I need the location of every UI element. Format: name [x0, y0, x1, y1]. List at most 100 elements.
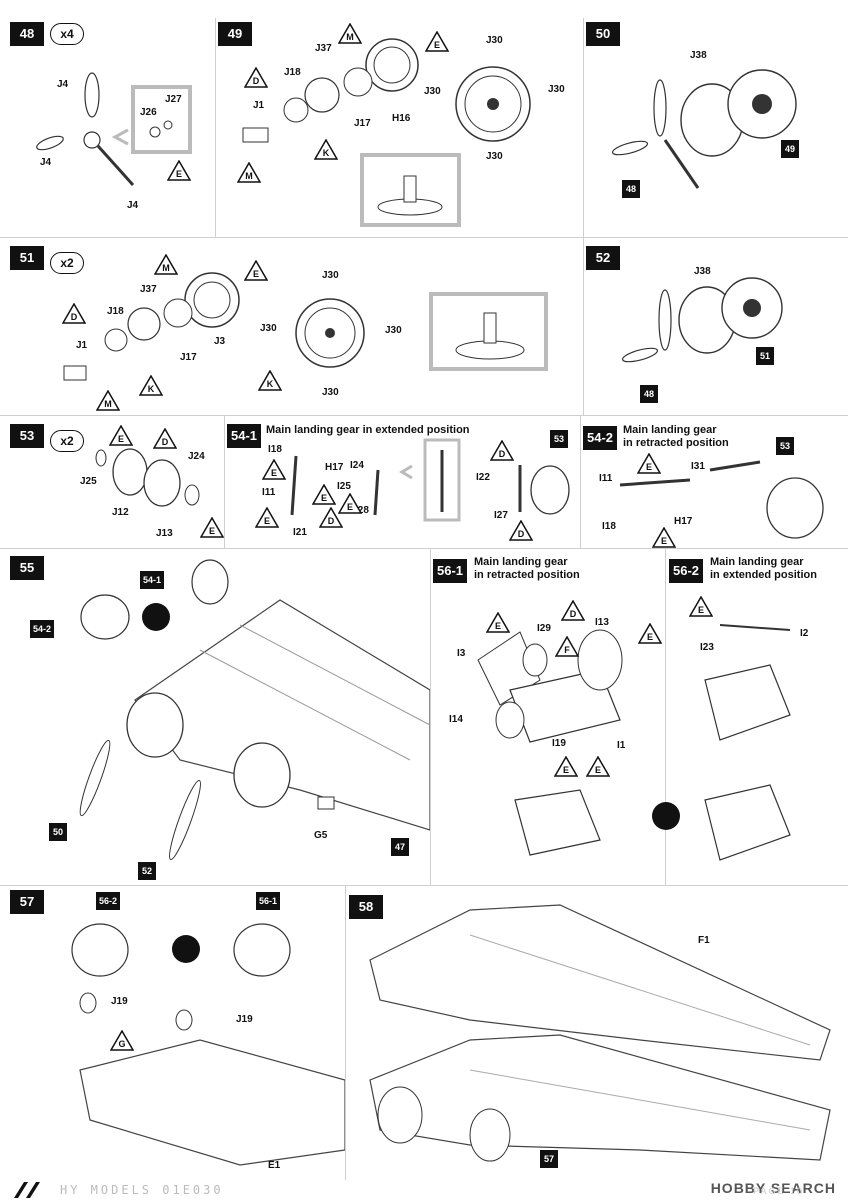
- quantity-badge: x2: [50, 430, 84, 452]
- part-label: I13: [595, 617, 609, 628]
- part-label: I23: [700, 642, 714, 653]
- part-label: I2: [800, 628, 809, 639]
- step-number: 50: [586, 22, 620, 46]
- part-label: J30: [486, 35, 503, 46]
- step-reference: 49: [781, 140, 799, 158]
- part-label: I24: [350, 460, 364, 471]
- divider: [0, 885, 848, 886]
- paint-color-tag: D: [243, 66, 269, 88]
- step-reference: 50: [49, 823, 67, 841]
- paint-color-tag: E: [243, 259, 269, 281]
- step-title-line: Main landing gear: [623, 424, 717, 436]
- step-reference: 48: [622, 180, 640, 198]
- alternative-option-icon: [652, 802, 680, 830]
- divider: [583, 238, 584, 415]
- paint-color-tag: E: [337, 492, 363, 514]
- part-label: J4: [127, 200, 139, 211]
- step-title-line: in extended position: [710, 569, 817, 581]
- paint-color-tag: M: [236, 161, 262, 183]
- divider: [215, 18, 216, 237]
- step-reference: 48: [640, 385, 658, 403]
- product-code: HY MODELS 01E030: [60, 1183, 224, 1197]
- paint-color-tag: D: [318, 506, 344, 528]
- paint-color-tag: E: [585, 755, 611, 777]
- page-number: PAGE 10: [753, 1186, 804, 1196]
- part-label: J18: [107, 306, 124, 317]
- step-number: 53: [10, 424, 44, 448]
- part-label: I14: [449, 714, 463, 725]
- part-label: I19: [552, 738, 566, 749]
- part-label: I31: [691, 461, 705, 472]
- step-reference: 54-2: [30, 620, 55, 638]
- step-number: 51: [10, 246, 44, 270]
- part-label: J13: [156, 528, 173, 539]
- paint-color-tag: F: [554, 635, 580, 657]
- step-number: 48: [10, 22, 44, 46]
- divider: [583, 18, 584, 237]
- step-reference: 56-2: [96, 892, 121, 910]
- step-title-line: in retracted position: [474, 569, 580, 581]
- paint-color-tag: E: [485, 611, 511, 633]
- part-label: E1: [268, 1160, 281, 1171]
- part-label: J37: [315, 43, 332, 54]
- step-title-line: Main landing gear: [474, 556, 568, 568]
- divider: [345, 886, 346, 1180]
- brand-logo-icon: [14, 1182, 40, 1198]
- paint-color-tag: K: [313, 138, 339, 160]
- part-label: J27: [165, 94, 182, 105]
- part-label: J30: [322, 387, 339, 398]
- page-footer: HY MODELS 01E030 HOBBY SEARCH PAGE 10: [0, 1180, 848, 1200]
- part-label: J30: [260, 323, 277, 334]
- step-number: 54-2: [583, 426, 618, 450]
- paint-color-tag: K: [138, 374, 164, 396]
- step-number: 57: [10, 890, 44, 914]
- paint-color-tag: D: [489, 439, 515, 461]
- part-label: J30: [548, 84, 565, 95]
- part-label: H16: [392, 113, 411, 124]
- part-label: I11: [599, 473, 613, 484]
- engine-cowling-drawing: [611, 69, 797, 189]
- paint-color-tag: K: [257, 369, 283, 391]
- divider: [580, 416, 581, 548]
- step-title: Main landing gear in retracted position: [474, 556, 580, 582]
- paint-color-tag: E: [108, 424, 134, 446]
- part-label: J30: [385, 325, 402, 336]
- landing-gear-drawing: [619, 460, 824, 539]
- step-number: 58: [349, 895, 383, 919]
- part-label: G5: [314, 830, 328, 841]
- paint-color-tag: E: [651, 526, 677, 548]
- part-label: J17: [180, 352, 197, 363]
- step-number: 49: [218, 22, 252, 46]
- part-label: I28: [355, 505, 369, 516]
- wing-root-drawing: [71, 923, 345, 1166]
- part-label: J30: [322, 270, 339, 281]
- paint-color-tag: M: [337, 22, 363, 44]
- part-label: J19: [111, 996, 128, 1007]
- part-label: J37: [140, 284, 157, 295]
- engine-assembly-drawing: [242, 38, 531, 227]
- gear-bay-drawing: [704, 624, 791, 861]
- paint-color-tag: E: [424, 30, 450, 52]
- part-label: J25: [80, 476, 97, 487]
- paint-color-tag: M: [95, 389, 121, 411]
- propeller-assembly-drawing: [36, 72, 192, 187]
- step-number: 52: [586, 246, 620, 270]
- step-number: 56-2: [669, 559, 704, 583]
- paint-color-tag: E: [637, 622, 663, 644]
- divider: [224, 416, 225, 548]
- paint-color-tag: D: [508, 519, 534, 541]
- paint-color-tag: E: [254, 506, 280, 528]
- paint-color-tag: E: [636, 452, 662, 474]
- divider: [430, 549, 431, 885]
- step-title: Main landing gear in extended position: [710, 556, 817, 582]
- part-label: I29: [537, 623, 551, 634]
- gear-bay-drawing: [477, 629, 623, 856]
- quantity-badge: x4: [50, 23, 84, 45]
- part-label: J18: [284, 67, 301, 78]
- paint-color-tag: D: [61, 302, 87, 324]
- landing-gear-drawing: [290, 438, 570, 522]
- part-label: H17: [674, 516, 693, 527]
- alternative-option-icon: [142, 603, 170, 631]
